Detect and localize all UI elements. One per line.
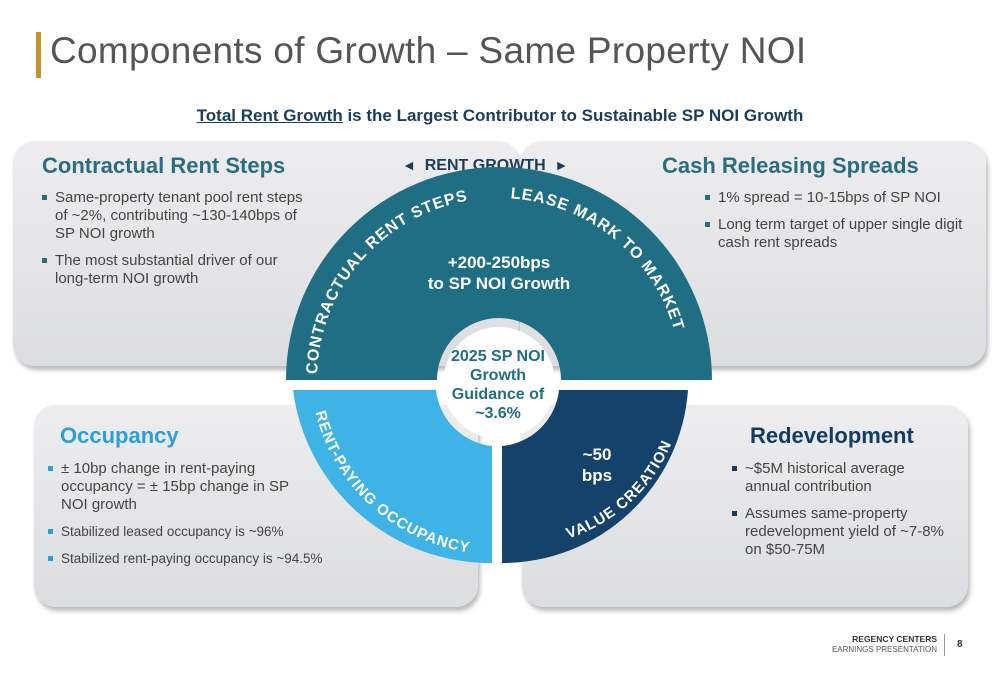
top-value-line1: +200-250bps [448, 253, 551, 272]
right-value-line2: bps [582, 466, 612, 485]
center-line1: 2025 SP NOI [451, 348, 545, 365]
title-accent-bar [36, 32, 41, 78]
top-segment [286, 167, 712, 380]
center-circle [443, 327, 555, 439]
page-number: 8 [957, 639, 963, 650]
list-item: ~$5M historical average annual contribut… [730, 460, 945, 496]
footer-company: REGENCY CENTERS [852, 634, 937, 644]
redevelopment-heading: Redevelopment [750, 423, 914, 448]
list-item: Long term target of upper single digit c… [703, 216, 978, 252]
page-subtitle: Total Rent Growth is the Largest Contrib… [0, 106, 1000, 126]
cash-releasing-heading: Cash Releasing Spreads [662, 153, 919, 178]
redevelopment-bullets: ~$5M historical average annual contribut… [730, 460, 945, 568]
list-item: Same-property tenant pool rent steps of … [40, 189, 310, 243]
list-item: 1% spread = 10-15bps of SP NOI [703, 189, 978, 207]
left-segment [293, 390, 492, 564]
cash-releasing-bullets: 1% spread = 10-15bps of SP NOI Long term… [703, 189, 978, 261]
left-arrow-icon: ◄ [402, 157, 416, 173]
footer-divider [944, 634, 945, 656]
list-item: The most substantial driver of our long-… [40, 252, 310, 288]
occupancy-bullets: ± 10bp change in rent-paying occupancy =… [46, 460, 323, 577]
list-item: Stabilized leased occupancy is ~96% [46, 523, 316, 541]
list-item: ± 10bp change in rent-paying occupancy =… [46, 460, 306, 514]
subtitle-underlined: Total Rent Growth [196, 106, 343, 125]
page-title: Components of Growth – Same Property NOI [50, 30, 807, 71]
center-line3: Guidance of [452, 386, 545, 403]
center-line4: ~3.6% [475, 405, 521, 422]
right-value-line1: ~50 [583, 445, 612, 464]
right-segment [502, 390, 688, 564]
list-item: Assumes same-property redevelopment yiel… [730, 505, 945, 559]
right-arrow-icon: ► [554, 157, 569, 173]
contractual-heading: Contractual Rent Steps [42, 153, 286, 178]
list-item: Stabilized rent-paying occupancy is ~94.… [46, 550, 323, 568]
occupancy-heading: Occupancy [60, 423, 179, 448]
subtitle-rest: is the Largest Contributor to Sustainabl… [342, 106, 804, 125]
footer-subtitle: EARNINGS PRESENTATION [831, 645, 937, 654]
center-line2: Growth [470, 367, 526, 384]
contractual-bullets: Same-property tenant pool rent steps of … [40, 189, 310, 297]
top-value-line2: to SP NOI Growth [428, 274, 570, 293]
